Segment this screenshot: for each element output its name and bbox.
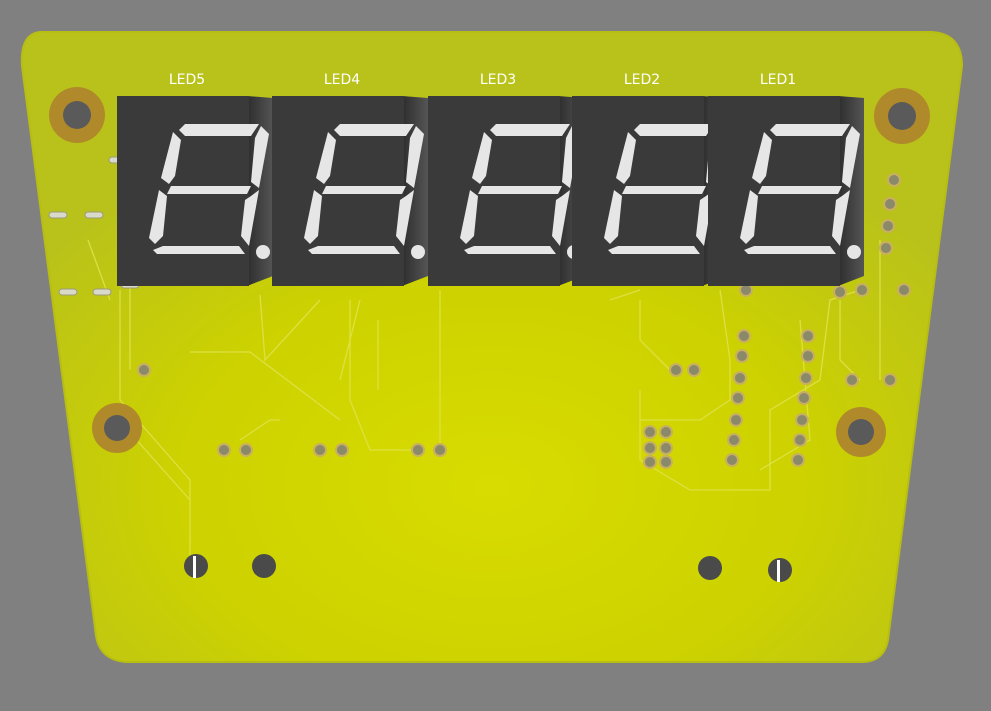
via-pad bbox=[433, 443, 447, 457]
via-pad bbox=[887, 173, 901, 187]
smd-pad bbox=[84, 211, 104, 219]
silkscreen-label: LED3 bbox=[480, 72, 516, 88]
via-pad bbox=[833, 285, 847, 299]
via-pad bbox=[217, 443, 231, 457]
via-pad bbox=[735, 349, 749, 363]
via-pad bbox=[239, 443, 253, 457]
via-pad bbox=[725, 453, 739, 467]
via-pad bbox=[411, 443, 425, 457]
via-pad bbox=[659, 425, 673, 439]
via-pad bbox=[669, 363, 683, 377]
connector-hole bbox=[698, 556, 722, 580]
silkscreen-label: LED1 bbox=[760, 72, 796, 88]
via-pad bbox=[883, 373, 897, 387]
via-pad bbox=[335, 443, 349, 457]
via-pad bbox=[855, 283, 869, 297]
via-pad bbox=[799, 371, 813, 385]
led-display-led3: LED3 bbox=[428, 72, 584, 286]
smd-pad bbox=[58, 288, 78, 296]
via-pads bbox=[48, 156, 911, 469]
via-pad bbox=[795, 413, 809, 427]
via-pad bbox=[897, 283, 911, 297]
via-pad bbox=[659, 455, 673, 469]
via-pad bbox=[729, 413, 743, 427]
led-display-led4: LED4 bbox=[272, 72, 428, 286]
via-pad bbox=[643, 425, 657, 439]
connector-hole bbox=[768, 558, 792, 582]
via-pad bbox=[727, 433, 741, 447]
via-pad bbox=[737, 329, 751, 343]
led-display-led5: LED5 bbox=[117, 72, 273, 286]
smd-pad bbox=[92, 288, 112, 296]
via-pad bbox=[883, 197, 897, 211]
smd-pad bbox=[48, 211, 68, 219]
via-pad bbox=[879, 241, 893, 255]
mounting-hole bbox=[49, 87, 105, 143]
via-pad bbox=[801, 349, 815, 363]
connector-hole bbox=[184, 554, 208, 578]
via-pad bbox=[731, 391, 745, 405]
silkscreen-label: LED5 bbox=[169, 72, 205, 88]
seven-segment-displays: LED5 LED4 LED3 LED2 LED1 bbox=[117, 72, 864, 286]
led-display-led2: LED2 bbox=[572, 72, 728, 286]
via-pad bbox=[137, 363, 151, 377]
connector-hole bbox=[252, 554, 276, 578]
mounting-hole bbox=[874, 88, 930, 144]
via-pad bbox=[313, 443, 327, 457]
silkscreen-label: LED4 bbox=[324, 72, 360, 88]
via-pad bbox=[643, 455, 657, 469]
mounting-hole bbox=[836, 407, 886, 457]
via-pad bbox=[659, 441, 673, 455]
via-pad bbox=[643, 441, 657, 455]
via-pad bbox=[733, 371, 747, 385]
via-pad bbox=[797, 391, 811, 405]
via-pad bbox=[793, 433, 807, 447]
via-pad bbox=[791, 453, 805, 467]
via-pad bbox=[687, 363, 701, 377]
via-pad bbox=[845, 373, 859, 387]
mounting-hole bbox=[92, 403, 142, 453]
silkscreen-label: LED2 bbox=[624, 72, 660, 88]
via-pad bbox=[881, 219, 895, 233]
via-pad bbox=[801, 329, 815, 343]
led-display-led1: LED1 bbox=[708, 72, 864, 286]
